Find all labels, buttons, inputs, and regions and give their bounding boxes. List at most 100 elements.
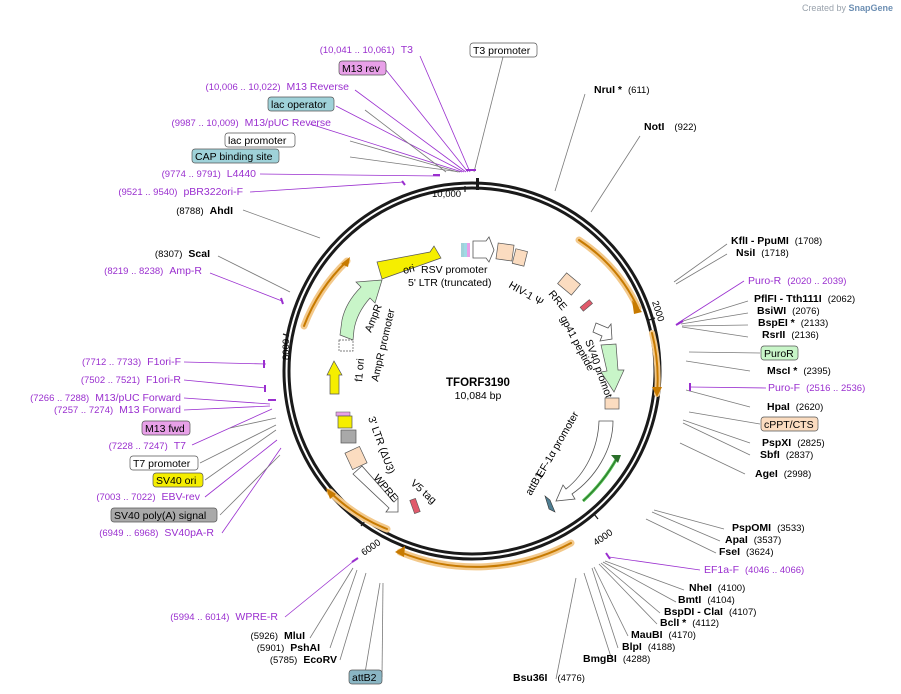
primer-m13reverse: (10,006 .. 10,022)M13 Reverse <box>206 81 350 93</box>
site-bcli: BclI *(4112) <box>660 617 719 629</box>
gp41-feature <box>579 299 593 312</box>
ef1a-promoter-arrow <box>555 420 614 502</box>
cppt-box <box>760 416 819 432</box>
sv40pa-text: SV40 poly(A) signal <box>114 510 206 522</box>
rre-label: RRE <box>546 288 569 313</box>
primer-l4440: (9774 .. 9791)L4440 <box>162 168 257 180</box>
t7prom-box <box>129 455 199 471</box>
wpre-arrow <box>352 465 399 513</box>
cppt-text: cPPT/CTS <box>764 419 814 431</box>
ruler-label: 8000 <box>281 339 292 360</box>
cppt-feature <box>604 397 620 410</box>
m13-feature <box>467 243 470 257</box>
primer-pbr322ori: (9521 .. 9540)pBR322ori-F <box>118 186 243 198</box>
ruler-tick <box>648 317 656 321</box>
site-kfli: KflI - PpuMI(1708) <box>731 235 822 247</box>
site-ahdi: (8788)AhdI <box>176 205 233 217</box>
plasmid-name: TFORF3190 <box>446 377 510 389</box>
plasmid-length: 10,084 bp <box>455 390 502 402</box>
ampr-arrow <box>339 279 383 341</box>
hiv-feature <box>511 248 528 267</box>
puror-text: PuroR <box>764 348 794 360</box>
attb2-box <box>348 669 383 685</box>
primer-leaders <box>183 55 767 674</box>
arc-insert-line <box>399 542 572 568</box>
ltr3-feature <box>344 445 368 471</box>
t7prom-text: T7 promoter <box>133 458 191 470</box>
site-noti: NotI(922) <box>644 121 697 133</box>
site-apai: ApaI(3537) <box>725 534 781 546</box>
primer-ebv-rev: (7003 .. 7022)EBV-rev <box>96 491 200 503</box>
f1ori-label: f1 ori <box>353 358 367 382</box>
ori-arrow <box>376 245 442 280</box>
primer-t3: (10,041 .. 10,061)T3 <box>320 44 413 56</box>
site-agei: AgeI(2998) <box>755 468 811 480</box>
ampr-promoter <box>338 339 354 352</box>
sv40ori-box <box>152 472 204 488</box>
primer-ticks <box>263 169 691 563</box>
ef1a-label: EF-1α promoter <box>534 409 582 479</box>
site-nhei: NheI(4100) <box>689 582 745 594</box>
primer-m13puc-forward: (7266 .. 7288)M13/pUC Forward <box>30 392 181 404</box>
arrowhead <box>632 300 642 314</box>
puror-box <box>760 345 799 361</box>
credit-prefix: Created by <box>801 3 846 13</box>
site-scai: (8307)ScaI <box>155 248 210 260</box>
sv40pa-feature <box>340 429 357 444</box>
lacprom-text: lac promoter <box>228 135 287 147</box>
site-leaders <box>217 93 751 680</box>
site-hpai: HpaI(2620) <box>767 401 823 413</box>
ruler-tick <box>282 333 290 337</box>
site-msci: MscI *(2395) <box>767 365 831 377</box>
site-bspei: BspEI *(2133) <box>758 317 828 329</box>
primer-f1ori-r: (7502 .. 7521)F1ori-R <box>81 374 182 386</box>
m13rev-box <box>338 60 387 76</box>
primer-ampr: (8219 .. 8238)Amp-R <box>104 265 202 277</box>
arc-arrowheads <box>326 257 662 557</box>
snapgene-credit: Created by SnapGene <box>802 3 893 13</box>
arrowhead <box>652 387 662 397</box>
primer-puro-f: Puro-F(2516 .. 2536) <box>768 382 865 394</box>
site-pflfi: PflFI - Tth111I(2062) <box>754 293 855 305</box>
arc-puro-cds-line <box>578 239 639 309</box>
primer-t7: (7228 .. 7247)T7 <box>109 440 187 452</box>
site-bsiwi: BsiWI(2076) <box>757 305 820 317</box>
site-nrui: NruI *(611) <box>594 84 650 96</box>
primer-tick <box>605 552 611 560</box>
primer-m13puc-reverse: (9987 .. 10,009)M13/pUC Reverse <box>172 117 332 129</box>
v5-feature <box>409 498 421 514</box>
site-maubi: MauBI(4170) <box>631 629 696 641</box>
primer-tick <box>675 320 684 326</box>
primer-ef1a-f: EF1a-F(4046 .. 4066) <box>704 564 804 576</box>
inner-features: ori RSV promoter 5' LTR (truncated) HIV-… <box>326 236 625 514</box>
attb1-feature <box>544 495 556 513</box>
sites-right: NruI *(611) NotI(922) KflI - PpuMI(1708)… <box>513 84 855 684</box>
m13fwd-box <box>141 420 191 436</box>
origin-tick <box>476 178 479 190</box>
lacop-box <box>267 96 335 112</box>
t3prom-box <box>469 42 538 58</box>
primer-sv40pa-r: (6949 .. 6968)SV40pA-R <box>99 527 214 539</box>
arc-amp <box>300 257 351 330</box>
ori-label: ori <box>402 262 416 277</box>
site-bmti: BmtI(4104) <box>678 594 735 606</box>
rre-feature <box>557 272 581 296</box>
primer-tick <box>351 557 359 563</box>
site-bmgbi: BmgBI(4288) <box>583 653 650 665</box>
f1ori-arrow <box>326 360 343 395</box>
cap-box <box>191 148 280 164</box>
site-bspdi: BspDI - ClaI(4107) <box>664 606 756 618</box>
ruler-tick <box>593 513 599 520</box>
site-rsrii: RsrII(2136) <box>762 329 819 341</box>
site-mlui: (5926)MluI <box>251 630 306 642</box>
boxed-labels: M13 rev T3 promoter lac operator lac pro… <box>110 42 819 685</box>
m13rev-text: M13 rev <box>342 63 381 75</box>
lac-feature <box>464 243 467 257</box>
green-arc-inner <box>582 457 618 502</box>
sites-left: (8788)AhdI (8307)ScaI (5926)MluI (5901)P… <box>155 205 337 666</box>
sv40-promoter-arrow <box>592 322 613 342</box>
ruler-label: 6000 <box>359 537 383 558</box>
green-arrowhead <box>611 455 621 463</box>
site-bsu36i: Bsu36I(4776) <box>513 672 585 684</box>
